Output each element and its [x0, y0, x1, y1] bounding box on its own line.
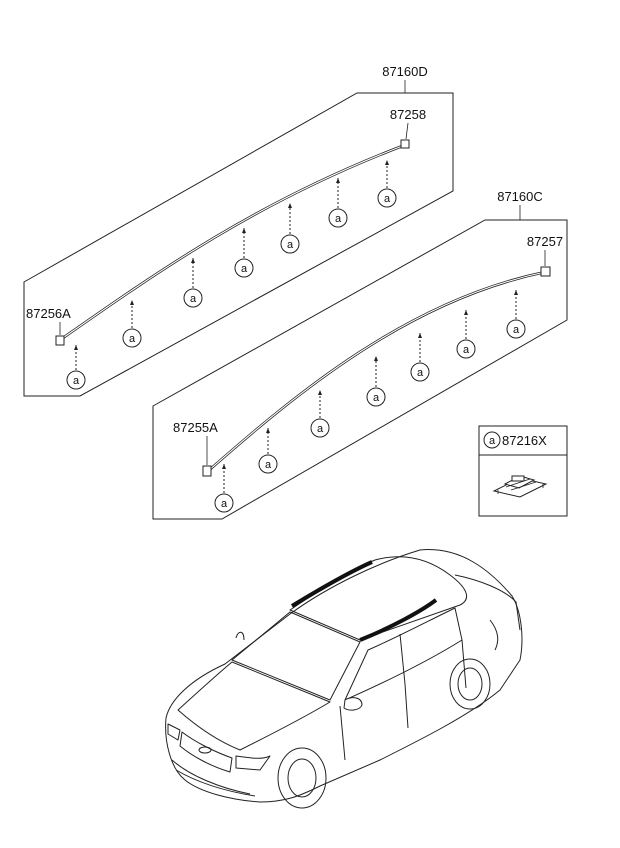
clip-callout-letter: a — [190, 293, 197, 305]
clip-callout-letter: a — [287, 239, 294, 251]
clip-callout-letter: a — [317, 423, 324, 435]
car-hood — [177, 661, 331, 751]
car-roof — [289, 556, 468, 641]
car-roof-rail-right — [359, 598, 438, 642]
right-clip-group: a a a a a a a — [214, 290, 526, 513]
car-side-mirror — [343, 697, 363, 711]
clip-callout-letter: a — [265, 459, 272, 471]
left-front-cap-label: 87256A — [26, 306, 71, 321]
clip-callout-letter: a — [513, 324, 520, 336]
clip-callout-letter: a — [335, 213, 342, 225]
left-rail-panel: 87160D 87258 87256A a a a a a a a — [23, 64, 454, 397]
car-antenna — [235, 631, 245, 641]
right-assembly-label: 87160C — [497, 189, 543, 204]
left-rear-cap-label: 87258 — [390, 107, 426, 122]
clip-arrowhead — [336, 178, 340, 183]
car-grille — [179, 731, 233, 773]
right-front-end-cap — [202, 465, 212, 477]
clip-icon — [492, 475, 548, 498]
clip-callout-circle — [214, 493, 234, 513]
clip-callout-circle — [280, 234, 300, 254]
clip-arrowhead — [464, 310, 468, 315]
left-roof-rail — [58, 143, 407, 342]
left-panel-frame — [23, 92, 454, 397]
clip-callout-circle — [183, 288, 203, 308]
clip-symbol-letter: a — [489, 435, 496, 447]
clip-arrowhead — [385, 160, 389, 165]
car-front-wheel — [277, 747, 327, 809]
car-illustration — [165, 549, 523, 809]
car-body-outline — [165, 549, 523, 803]
clip-callout-letter: a — [129, 333, 136, 345]
left-rear-end-cap — [400, 139, 410, 149]
left-assembly-label: 87160D — [382, 64, 428, 79]
clip-box-frame — [478, 425, 568, 517]
clip-part-label: 87216X — [502, 433, 547, 448]
car-emblem — [198, 746, 212, 754]
left-rear-cap-leader — [405, 122, 409, 140]
clip-callout-circle — [234, 258, 254, 278]
left-front-end-cap — [55, 335, 65, 346]
car-trunk — [454, 574, 521, 651]
clip-callout-letter: a — [373, 392, 380, 404]
clip-arrowhead — [242, 228, 246, 233]
clip-callout-circle — [366, 387, 386, 407]
right-rear-end-cap — [540, 266, 551, 277]
clip-callout-letter: a — [221, 498, 228, 510]
clip-arrowhead — [130, 300, 134, 305]
car-doors — [339, 639, 467, 761]
clip-arrowhead — [266, 428, 270, 433]
clip-symbol-circle — [483, 431, 501, 449]
clip-callout-letter: a — [73, 375, 80, 387]
clip-arrowhead — [191, 258, 195, 263]
car-front-bumper — [171, 759, 256, 797]
clip-part-box: a 87216X — [478, 425, 568, 517]
right-rail-panel: 87160C 87257 87255A a a a a a a a — [152, 189, 568, 520]
clip-callout-letter: a — [417, 367, 424, 379]
car-headlight — [235, 755, 271, 771]
clip-callout-circle — [258, 454, 278, 474]
clip-arrowhead — [418, 333, 422, 338]
clip-callout-circle — [377, 188, 397, 208]
clip-callout-circle — [328, 208, 348, 228]
clip-callout-circle — [66, 370, 86, 390]
clip-arrowhead — [514, 290, 518, 295]
clip-arrowhead — [288, 203, 292, 208]
clip-callout-circle — [310, 418, 330, 438]
car-roof-rail-left — [290, 560, 373, 608]
car-windshield — [231, 611, 361, 701]
clip-callout-circle — [506, 319, 526, 339]
clip-callout-letter: a — [384, 193, 391, 205]
clip-arrowhead — [222, 464, 226, 469]
clip-callout-letter: a — [241, 263, 248, 275]
clip-arrowhead — [374, 356, 378, 361]
clip-callout-circle — [456, 339, 476, 359]
right-rear-cap-label: 87257 — [527, 234, 563, 249]
clip-arrowhead — [74, 345, 78, 350]
clip-callout-circle — [410, 362, 430, 382]
car-rear-wheel — [449, 658, 491, 710]
right-panel-frame — [152, 219, 568, 520]
right-front-cap-label: 87255A — [173, 420, 218, 435]
clip-callout-circle — [122, 328, 142, 348]
clip-arrowhead — [318, 390, 322, 395]
left-clip-group: a a a a a a a — [66, 160, 397, 390]
clip-callout-letter: a — [463, 344, 470, 356]
